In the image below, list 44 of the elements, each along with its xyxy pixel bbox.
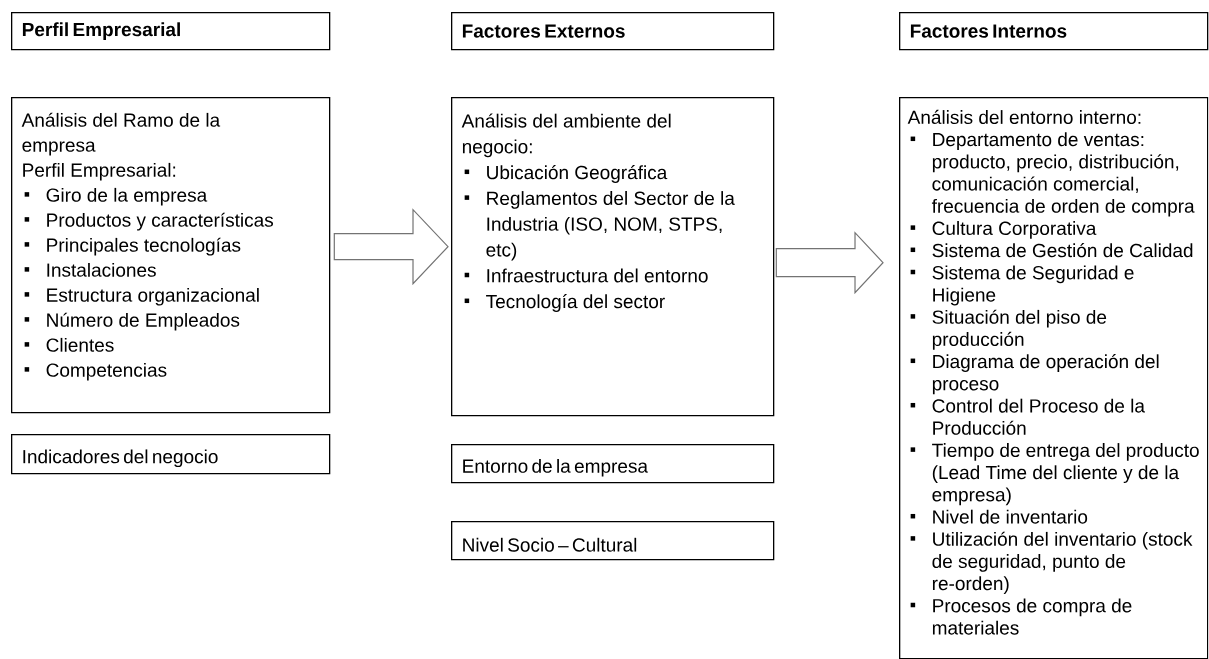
list-item: Departamento de ventas: producto, precio, distribución, comunicación comercial, frecuencia de orden de compra — [910, 132, 1195, 217]
text-line: Perfil Empresarial: — [23, 162, 176, 181]
text-box — [451, 521, 775, 561]
list-item: Procesos de compra de materiales — [910, 598, 1132, 635]
text-box — [11, 97, 331, 414]
list-item: Ubicación Geográfica — [464, 165, 668, 183]
block-arrow — [775, 231, 884, 295]
block-arrow — [333, 208, 449, 286]
list-item: Infraestructura del entorno — [464, 268, 708, 283]
text-line: Análisis del ambiente del negocio: — [461, 113, 671, 158]
text-line: Análisis del Ramo de la empresa — [21, 112, 221, 156]
list-item: Productos y características — [24, 212, 273, 231]
list-item: Competencias — [24, 362, 167, 381]
list-item: Tiempo de entrega del producto (Lead Time del cliente y de la empresa) — [910, 443, 1199, 506]
heading-box — [899, 12, 1209, 51]
list-item: Control del Proceso de la Producción — [910, 398, 1145, 435]
heading-text: Factores Internos — [910, 24, 1067, 38]
text-box — [451, 444, 775, 484]
heading-text: Factores Externos — [462, 24, 625, 38]
text-line: Entorno de la empresa — [463, 458, 648, 477]
text-line: Nivel Socio – Cultural — [463, 537, 637, 552]
text-line: Análisis del entorno interno: — [907, 109, 1141, 125]
list-item: Utilización del inventario (stock de seguridad, punto de re-orden) — [910, 531, 1193, 594]
list-item: Sistema de Gestión de Calidad — [910, 243, 1193, 258]
list-item: Sistema de Seguridad e Higiene — [910, 265, 1134, 306]
heading-box — [11, 12, 331, 51]
list-item: Nivel de inventario — [910, 509, 1088, 524]
list-item: Reglamentos del Sector de la Industria (ISO, NOM, STPS, etc) — [464, 191, 735, 261]
text-box — [11, 434, 331, 475]
list-item: Principales tecnologías — [24, 237, 241, 256]
text-box — [451, 97, 775, 417]
list-item: Situación del piso de producción — [910, 309, 1107, 350]
text-line: Indicadores del negocio — [23, 449, 218, 468]
heading-box — [451, 12, 775, 51]
text-box — [899, 97, 1209, 659]
list-item: Tecnología del sector — [464, 294, 665, 312]
list-item: Cultura Corporativa — [910, 221, 1097, 239]
list-item: Número de Empleados — [24, 312, 240, 331]
list-item: Estructura organizacional — [24, 287, 259, 306]
list-item: Giro de la empresa — [24, 187, 208, 206]
heading-text: Perfil Empresarial — [22, 22, 180, 40]
list-item: Clientes — [24, 337, 114, 352]
list-item: Diagrama de operación del proceso — [910, 354, 1159, 395]
list-item: Instalaciones — [24, 262, 156, 277]
